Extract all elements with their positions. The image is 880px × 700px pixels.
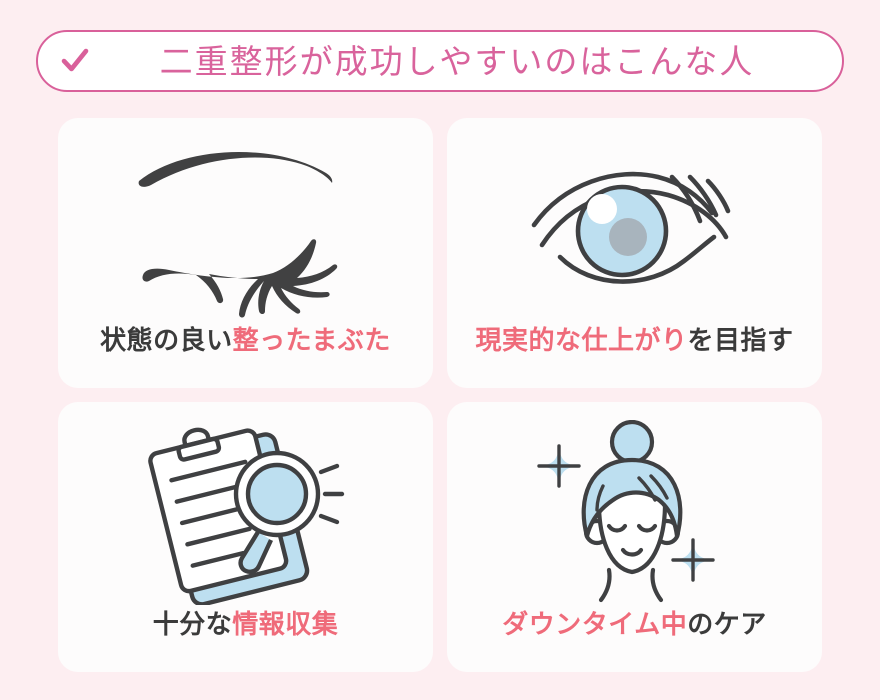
woman-face-sparkle-icon <box>537 419 715 602</box>
open-eye-icon <box>531 171 730 284</box>
card-label-highlight: ダウンタイム中 <box>502 610 688 640</box>
card-label: ダウンタイム中のケア <box>502 612 767 672</box>
card-label-dark-prefix: 十分な <box>152 610 233 640</box>
card-illustration <box>447 402 822 612</box>
closed-eye-with-eyebrow-icon <box>138 151 337 318</box>
card-closed-eye[interactable]: 状態の良い整ったまぶた <box>58 118 433 388</box>
card-label-highlight: 情報収集 <box>232 610 339 640</box>
card-open-eye[interactable]: 現実的な仕上がりを目指す <box>447 118 822 388</box>
card-aftercare[interactable]: ダウンタイム中のケア <box>447 402 822 672</box>
sparkle-icon <box>537 443 581 488</box>
card-label-highlight: 整ったまぶた <box>232 326 391 356</box>
card-label-dark-suffix: のケア <box>687 610 767 640</box>
card-label-dark-prefix: 状態の良い <box>100 326 233 356</box>
page-title: 二重整形が成功しやすいのはこんな人 <box>159 41 755 81</box>
sparkle-icon <box>671 537 715 582</box>
card-label: 十分な情報収集 <box>153 612 339 672</box>
card-grid: 状態の良い整ったまぶた <box>58 118 822 672</box>
card-label-dark-suffix: を目指す <box>687 326 794 356</box>
check-icon <box>61 48 89 72</box>
header-banner: 二重整形が成功しやすいのはこんな人 <box>36 30 844 92</box>
card-illustration <box>447 118 822 328</box>
card-label: 状態の良い整ったまぶた <box>100 328 391 388</box>
card-illustration <box>58 402 433 612</box>
card-illustration <box>58 118 433 328</box>
card-label-highlight: 現実的な仕上がり <box>475 326 688 356</box>
card-research[interactable]: 十分な情報収集 <box>58 402 433 672</box>
clipboard-magnifier-icon <box>148 427 345 605</box>
card-label: 現実的な仕上がりを目指す <box>475 328 793 388</box>
